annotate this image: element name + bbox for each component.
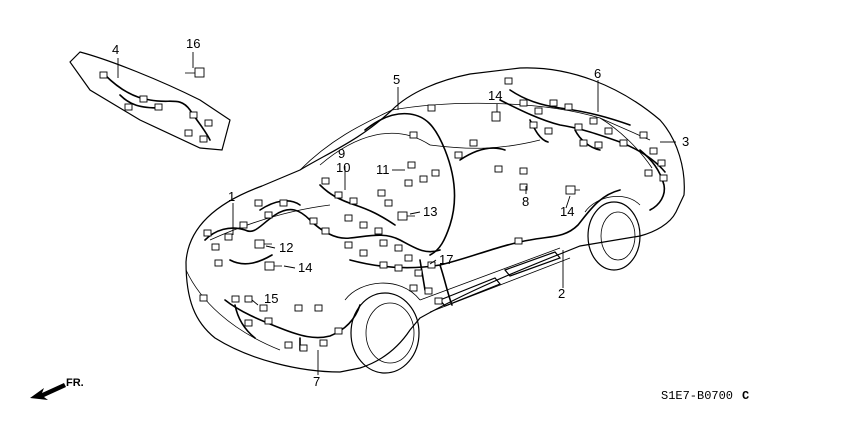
leader-lines [117, 52, 676, 375]
connectors [199, 77, 668, 352]
roof-harness [364, 89, 631, 256]
callout-14-left: 14 [298, 260, 312, 275]
sill-covers [439, 251, 562, 307]
callout-14-right: 14 [560, 204, 574, 219]
front-direction-indicator: FR. [30, 377, 84, 400]
callout-labels: 4 16 5 6 3 14 1 9 10 11 13 8 14 12 14 15… [112, 36, 689, 389]
callout-3: 3 [682, 134, 689, 149]
callout-17: 17 [439, 252, 453, 267]
diagram-code: S1E7-B0700 C [661, 389, 749, 403]
car-body-outline [185, 67, 685, 373]
ground-bolts [254, 111, 580, 271]
callout-5: 5 [393, 72, 400, 87]
diagram-code-text: S1E7-B0700 [661, 389, 733, 403]
rear-wheel [584, 196, 641, 271]
callout-8: 8 [522, 194, 529, 209]
callout-4: 4 [112, 42, 119, 57]
front-arrow-icon [30, 383, 66, 400]
callout-13: 13 [423, 204, 437, 219]
side-harness [639, 149, 666, 211]
callout-7: 7 [313, 374, 320, 389]
callout-2: 2 [558, 286, 565, 301]
bolt-16 [185, 67, 205, 78]
front-wheel [344, 282, 421, 374]
callout-15: 15 [264, 291, 278, 306]
callout-10: 10 [336, 160, 350, 175]
callout-12: 12 [279, 240, 293, 255]
callout-11: 11 [376, 162, 390, 177]
callout-16: 16 [186, 36, 200, 51]
callout-9: 9 [338, 146, 345, 161]
callout-14-upper: 14 [488, 88, 502, 103]
dashboard-harness [69, 51, 231, 151]
diagram-code-suffix: C [742, 389, 749, 403]
front-label: FR. [66, 377, 84, 389]
callout-1: 1 [228, 189, 235, 204]
main-floor-harness [349, 189, 621, 306]
callout-6: 6 [594, 66, 601, 81]
